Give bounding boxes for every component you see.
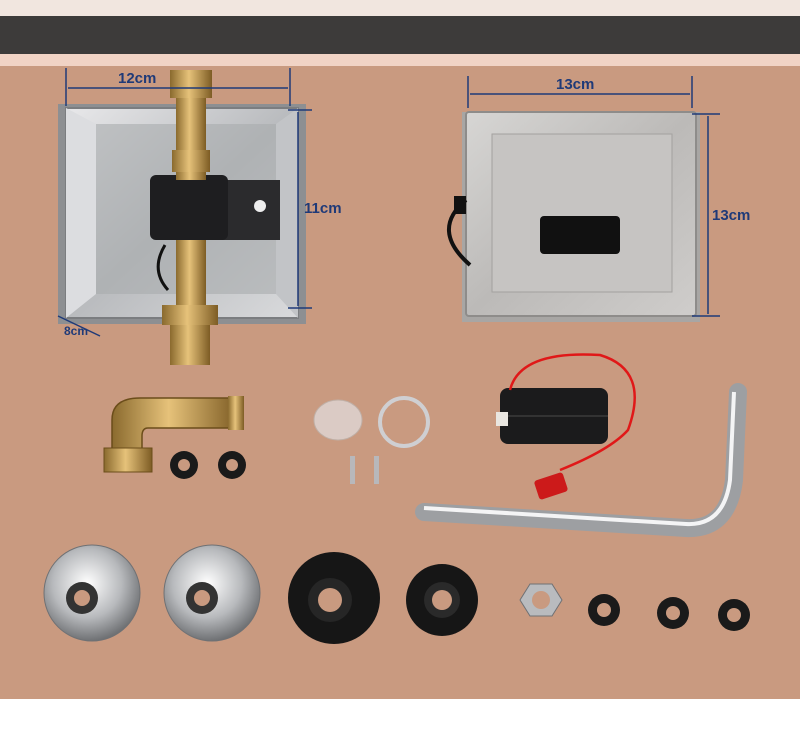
mounting-screws [350, 456, 379, 484]
black-flange-1 [288, 552, 380, 644]
black-flange-2 [406, 564, 478, 636]
top-frame-strip [0, 54, 800, 66]
panel-width-dimension [467, 76, 693, 108]
top-frame-bar [0, 0, 800, 16]
chrome-flush-pipe [415, 383, 747, 538]
battery-pack [496, 353, 636, 500]
rubber-washers-pair [170, 451, 246, 479]
chrome-flange-1 [43, 544, 141, 642]
panel-width-label: 13cm [556, 76, 595, 93]
solenoid-valve [150, 70, 228, 365]
chrome-flange-2 [163, 544, 261, 642]
bottom-margin [0, 699, 800, 749]
small-washers [588, 594, 750, 631]
panel-height-label: 13cm [712, 207, 751, 224]
box-height-dimension [288, 109, 312, 309]
clear-suction-cup [313, 399, 363, 441]
metal-ring [378, 396, 430, 448]
sensor-panel [447, 111, 700, 322]
sensor-window [540, 216, 620, 254]
panel-height-dimension [692, 113, 720, 317]
box-depth-label: 8cm [64, 324, 89, 338]
box-depth-dimension [57, 315, 101, 337]
hex-nut [519, 583, 563, 617]
brass-elbow-fitting [103, 396, 244, 473]
box-width-label: 12cm [118, 70, 157, 87]
box-width-dimension [65, 68, 291, 106]
top-dark-band [0, 16, 800, 54]
box-height-label: 11cm [304, 200, 342, 217]
